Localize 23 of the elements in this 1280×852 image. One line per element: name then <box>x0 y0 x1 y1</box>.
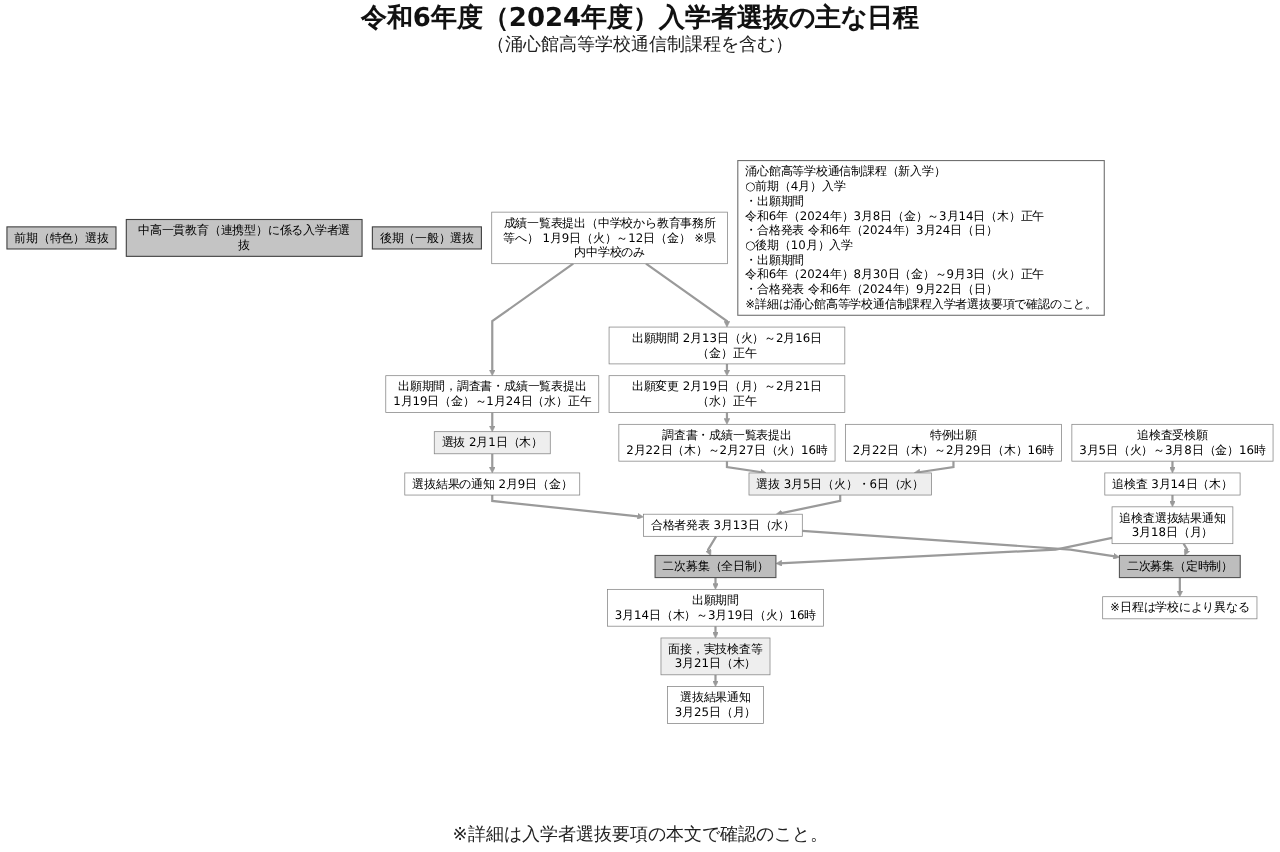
arrow <box>489 453 496 474</box>
arrow <box>645 262 731 328</box>
arrow <box>1169 461 1176 474</box>
arrow <box>1182 543 1190 556</box>
arrow <box>712 577 719 590</box>
arrow <box>1176 577 1184 597</box>
arrow <box>491 495 644 520</box>
arrow <box>802 529 1120 560</box>
arrow <box>705 535 718 556</box>
arrow <box>775 495 842 517</box>
arrow <box>775 536 1113 567</box>
footnote: ※詳細は入学者選抜要項の本文で確認のこと。 <box>452 826 828 848</box>
arrow <box>489 262 574 376</box>
arrow <box>712 674 719 687</box>
subtitle: （涌心館高等学校通信制課程を含む） <box>487 36 793 58</box>
arrow <box>723 363 731 376</box>
title: 令和6年度（2024年度）入学者選抜の主な日程 <box>360 4 920 35</box>
arrow <box>723 412 731 425</box>
arrow <box>725 461 767 476</box>
arrow <box>489 412 496 432</box>
arrow <box>712 626 719 639</box>
arrow <box>913 461 955 476</box>
arrow <box>1169 495 1176 508</box>
